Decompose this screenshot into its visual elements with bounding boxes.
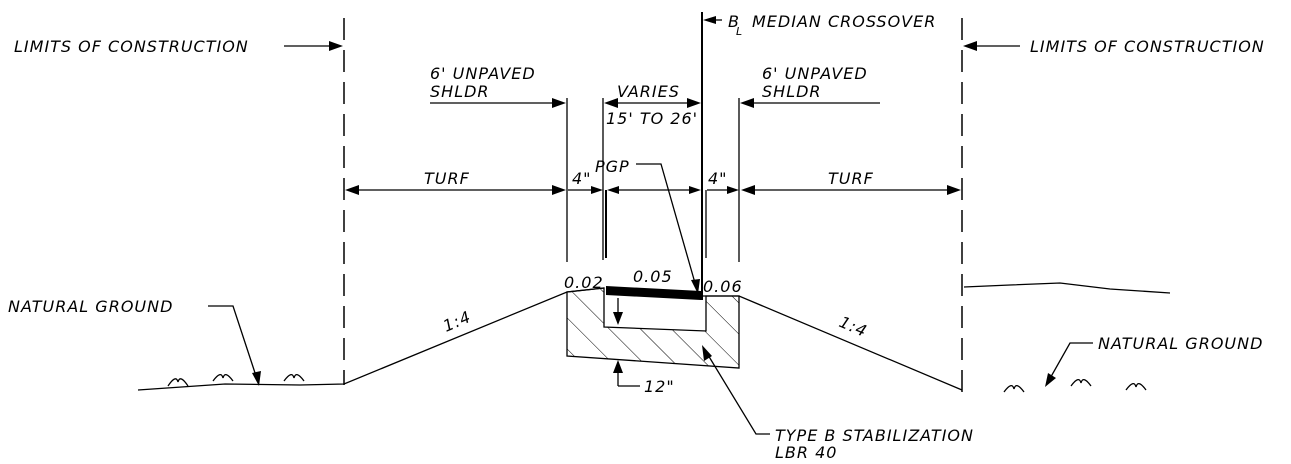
natural-ground-label-left: NATURAL GROUND xyxy=(8,297,173,316)
median-crossover-label: MEDIAN CROSSOVER xyxy=(752,12,936,31)
arrowhead xyxy=(689,186,701,194)
arrowhead xyxy=(947,185,961,195)
slope-006: 0.06 xyxy=(703,277,743,296)
slope-002: 0.02 xyxy=(564,273,604,292)
limits-label-left: LIMITS OF CONSTRUCTION xyxy=(14,37,249,56)
dim-4in-left: 4" xyxy=(572,169,592,188)
shoulder-left-label-2: SHLDR xyxy=(430,82,490,101)
turf-label-right: TURF xyxy=(828,169,874,188)
arrowhead xyxy=(741,185,755,195)
arrowhead xyxy=(740,98,754,108)
arrowhead xyxy=(703,16,716,24)
arrowhead xyxy=(691,279,700,294)
ground-existing-right xyxy=(963,282,1171,294)
varies-range-label: 15' TO 26' xyxy=(606,109,698,128)
arrowhead xyxy=(252,371,261,386)
pgp-leader xyxy=(636,163,698,291)
pgp-label: PGP xyxy=(595,157,630,176)
arrowhead xyxy=(345,185,359,195)
side-slope-right: 1:4 xyxy=(836,312,870,341)
centerline-symbol-b: B xyxy=(728,12,740,31)
arrowhead xyxy=(727,186,739,194)
stabilization-leader xyxy=(704,349,770,435)
shoulder-right-label-2: SHLDR xyxy=(762,82,822,101)
shoulder-right-label-1: 6' UNPAVED xyxy=(762,64,868,83)
arrowhead xyxy=(591,186,603,194)
natural-ground-leader-right xyxy=(1047,342,1093,383)
arrowhead xyxy=(702,345,712,361)
pavement-layer xyxy=(606,286,701,300)
arrowhead xyxy=(604,98,618,108)
stabilization-hatch xyxy=(566,287,740,369)
arrowhead xyxy=(552,98,566,108)
centerline-symbol-l: L xyxy=(736,25,743,38)
side-slope-left: 1:4 xyxy=(440,307,474,336)
arrowhead xyxy=(1045,373,1056,387)
turf-label-left: TURF xyxy=(424,169,470,188)
natural-ground-leader-left xyxy=(208,305,259,383)
shoulder-left-label-1: 6' UNPAVED xyxy=(430,64,536,83)
ground-right xyxy=(701,295,963,391)
arrowhead xyxy=(963,41,977,51)
varies-label: VARIES xyxy=(617,82,680,101)
limits-label-right: LIMITS OF CONSTRUCTION xyxy=(1030,37,1265,56)
arrowhead xyxy=(607,186,619,194)
depth-12in: 12" xyxy=(644,377,675,396)
arrowhead xyxy=(687,98,701,108)
stabilization-label-2: LBR 40 xyxy=(775,443,837,462)
stabilization-label-1: TYPE B STABILIZATION xyxy=(775,426,974,445)
arrowhead xyxy=(552,185,566,195)
natural-ground-label-right: NATURAL GROUND xyxy=(1098,334,1263,353)
dim-4in-right: 4" xyxy=(708,169,728,188)
arrowhead xyxy=(613,312,623,325)
slope-005: 0.05 xyxy=(633,267,673,286)
grass-tufts xyxy=(167,374,1147,393)
arrowhead xyxy=(329,41,343,51)
arrowhead xyxy=(613,360,623,373)
ground-left xyxy=(137,287,605,391)
